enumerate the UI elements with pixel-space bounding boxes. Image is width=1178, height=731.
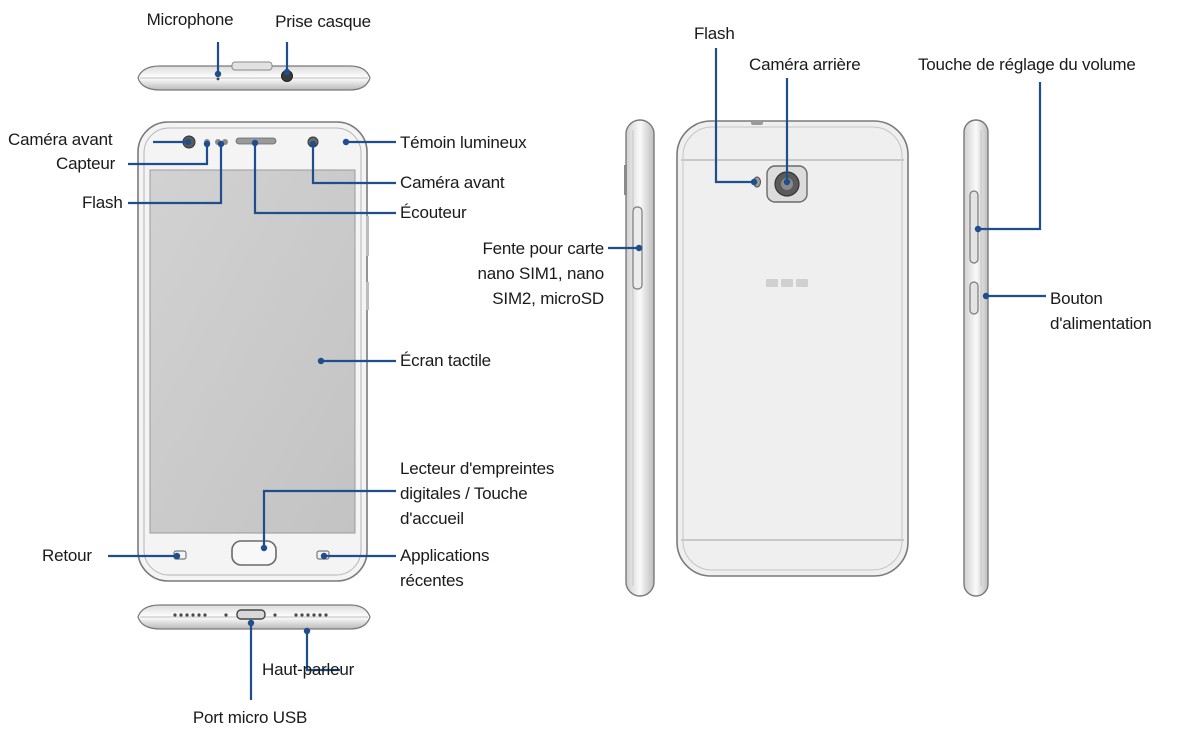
label-lecteur-2: digitales / Touche [400, 484, 528, 503]
label-prise-casque: Prise casque [275, 12, 371, 31]
label-camera-avant-right: Caméra avant [400, 173, 505, 192]
label-capteur: Capteur [56, 154, 116, 173]
label-haut-parleur: Haut-parleur [262, 660, 355, 679]
label-volume: Touche de réglage du volume [918, 55, 1136, 74]
label-ecouteur: Écouteur [400, 203, 467, 222]
label-temoin: Témoin lumineux [400, 133, 527, 152]
label-port-usb: Port micro USB [192, 708, 308, 727]
label-fente-1: Fente pour carte [482, 239, 604, 258]
label-lecteur-1: Lecteur d'empreintes [400, 459, 555, 478]
label-lecteur-3: d'accueil [400, 509, 464, 528]
right-side-view [963, 119, 989, 597]
top-edge-view [137, 61, 371, 91]
label-bouton-1: Bouton [1050, 289, 1103, 308]
label-applications-1: Applications [400, 546, 490, 565]
front-view [137, 121, 369, 582]
label-bouton-2: d'alimentation [1050, 314, 1152, 333]
bottom-edge-view [137, 604, 371, 630]
label-fente-3: SIM2, microSD [492, 289, 604, 308]
label-flash-rear: Flash [694, 24, 735, 43]
rear-view [676, 120, 909, 577]
label-camera-avant-left: Caméra avant [8, 130, 113, 149]
label-ecran: Écran tactile [400, 351, 491, 370]
label-microphone: Microphone [146, 10, 234, 29]
label-flash-front: Flash [82, 193, 123, 212]
label-applications-2: récentes [400, 571, 464, 590]
left-side-view [624, 119, 655, 597]
label-fente-2: nano SIM1, nano [477, 264, 605, 283]
label-retour: Retour [42, 546, 92, 565]
callout-lines [108, 42, 1046, 700]
label-camera-arriere: Caméra arrière [749, 55, 861, 74]
